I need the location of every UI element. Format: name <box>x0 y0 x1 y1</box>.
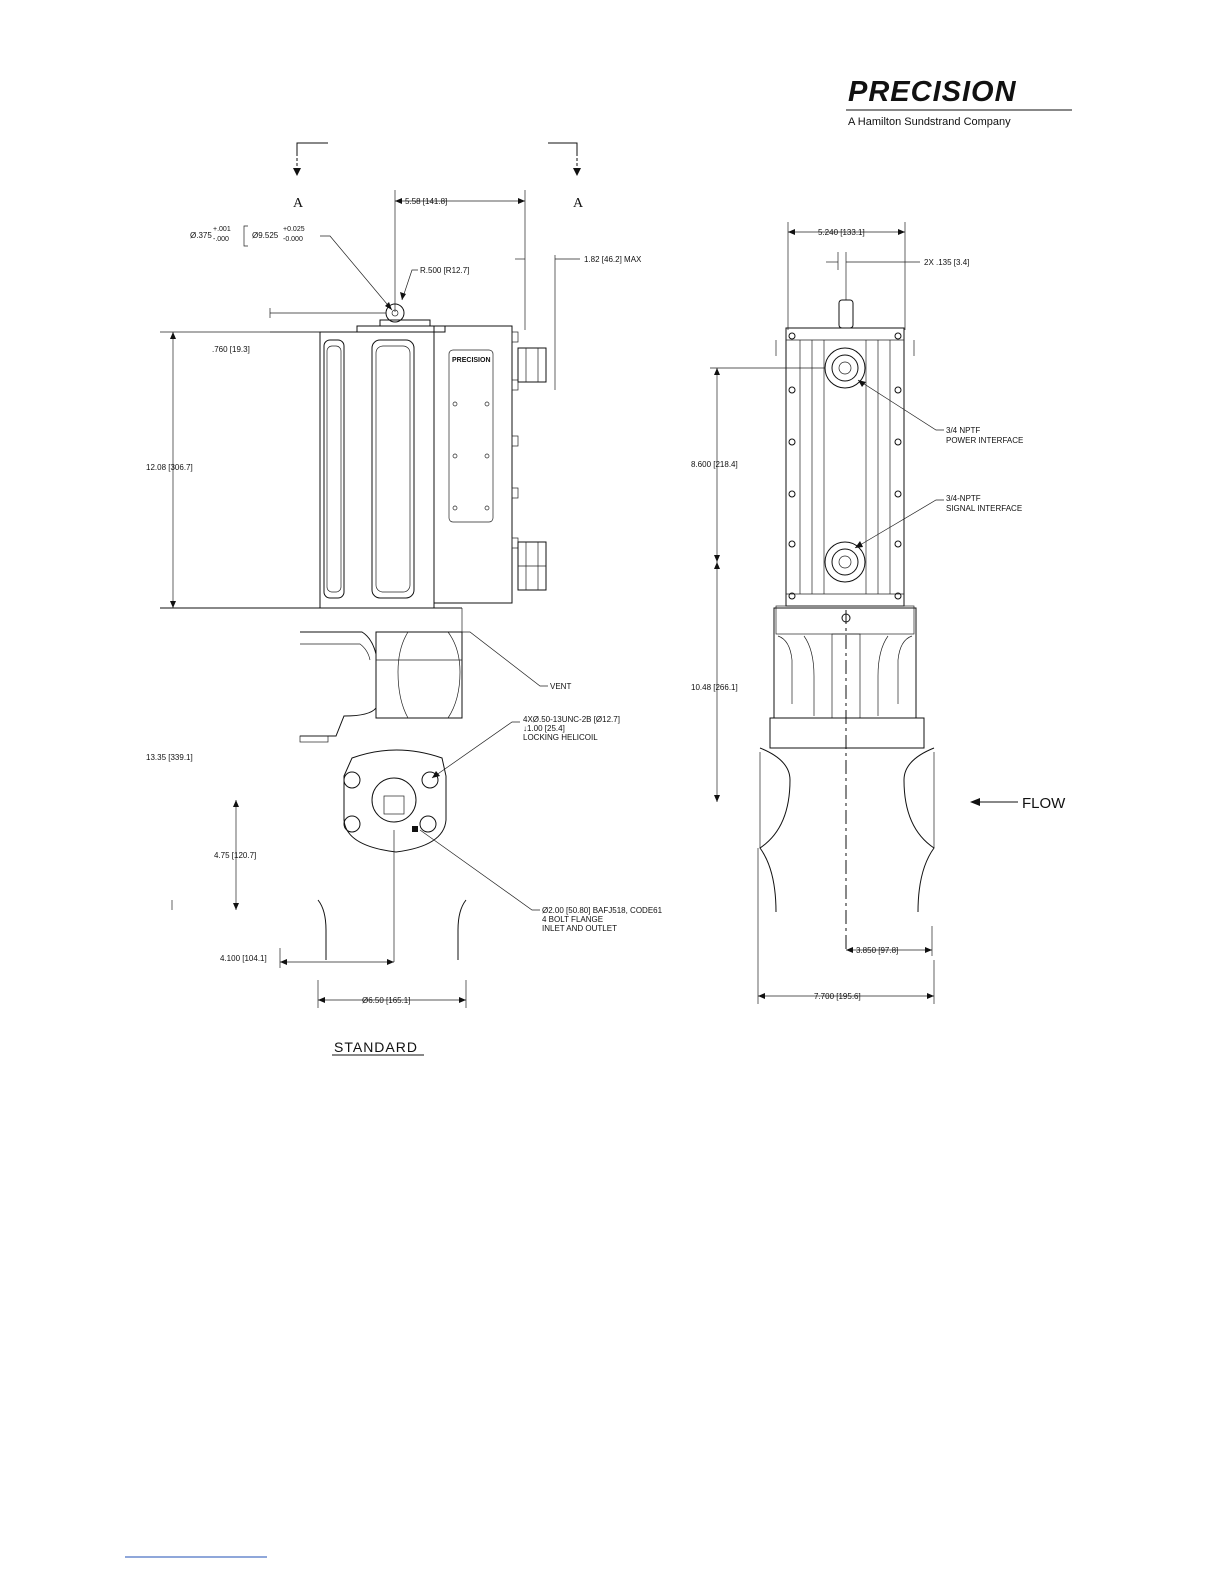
dim-pin-metric-plus: +0.025 <box>283 226 305 233</box>
dim-port-height: 4.75 [120.7] <box>214 851 256 860</box>
power-note-line-2: POWER INTERFACE <box>946 436 1023 445</box>
dim-side-width: 5.58 [141.8] <box>405 197 447 206</box>
front-power-connector <box>824 347 866 389</box>
dim-port-offset: 4.100 [104.1] <box>220 954 267 963</box>
dim-pin-diameter: Ø.375 <box>190 231 212 240</box>
signal-note-line-2: SIGNAL INTERFACE <box>946 504 1022 513</box>
section-arrow-right-icon <box>573 168 581 176</box>
flange-note-line-2: 4 BOLT FLANGE <box>542 915 603 924</box>
signal-note-line-1: 3/4-NPTF <box>946 494 981 503</box>
flange-note-line-1: Ø2.00 [50.80] BAFJ518, CODE61 <box>542 906 663 915</box>
brand-logo: PRECISION <box>848 76 1017 108</box>
bolt-note-line-3: LOCKING HELICOIL <box>523 733 598 742</box>
section-arrow-left-icon <box>293 168 301 176</box>
dim-flange-width: Ø6.50 [165.1] <box>362 996 410 1005</box>
brand-tagline: A Hamilton Sundstrand Company <box>848 116 1011 128</box>
label-vent: VENT <box>550 682 571 691</box>
flange-face <box>343 749 447 853</box>
power-connector <box>517 347 547 383</box>
side-view: 5.58 [141.8] Ø.375 +.001 -.000 Ø9.525 +0… <box>146 190 663 1056</box>
dim-pin-tol-minus: -.000 <box>213 236 229 243</box>
brand-block: PRECISION A Hamilton Sundstrand Company <box>846 76 1072 128</box>
front-view: 5.240 [133.1] 2X .135 [3.4] <box>691 222 1066 1004</box>
front-housing <box>785 327 905 607</box>
dim-pin-metric-minus: -0.000 <box>283 236 303 243</box>
front-manifold <box>773 607 917 719</box>
electronics-box <box>433 325 513 604</box>
section-cut-line: A A <box>293 142 584 211</box>
dim-front-upper: 8.600 [218.4] <box>691 460 738 469</box>
flow-label: FLOW <box>1022 795 1066 812</box>
dim-top-offset: .760 [19.3] <box>212 345 250 354</box>
dim-height: 12.08 [306.7] <box>146 463 193 472</box>
dim-front-center-offset: 3.850 [97.8] <box>856 946 898 955</box>
dim-connector-max: 1.82 [46.2] MAX <box>584 255 642 264</box>
housing-body <box>319 331 435 609</box>
nameplate <box>448 349 494 523</box>
dim-total-height: 13.35 [339.1] <box>146 753 193 762</box>
front-signal-connector <box>824 541 866 583</box>
caption-standard: STANDARD <box>334 1039 418 1055</box>
dim-front-total-width: 7.700 [195.6] <box>814 992 861 1001</box>
dim-front-pin: 2X .135 [3.4] <box>924 258 969 267</box>
bolt-note-line-2: ↓1.00 [25.4] <box>523 724 565 733</box>
manifold-block <box>375 631 463 719</box>
dim-front-lower: 10.48 [266.1] <box>691 683 738 692</box>
section-mark-left: A <box>293 196 304 211</box>
dim-pin-diameter-metric: Ø9.525 <box>252 231 279 240</box>
dim-pin-tol-plus: +.001 <box>213 226 231 233</box>
flow-arrow-icon <box>970 798 980 806</box>
dim-radius: R.500 [R12.7] <box>420 266 469 275</box>
bolt-note-line-1: 4XØ.50-13UNC-2B [Ø12.7] <box>523 715 620 724</box>
dim-front-width: 5.240 [133.1] <box>818 228 865 237</box>
nameplate-text: PRECISION <box>452 357 491 364</box>
section-mark-right: A <box>573 196 584 211</box>
power-note-line-1: 3/4 NPTF <box>946 426 980 435</box>
flange-note-line-3: INLET AND OUTLET <box>542 924 617 933</box>
